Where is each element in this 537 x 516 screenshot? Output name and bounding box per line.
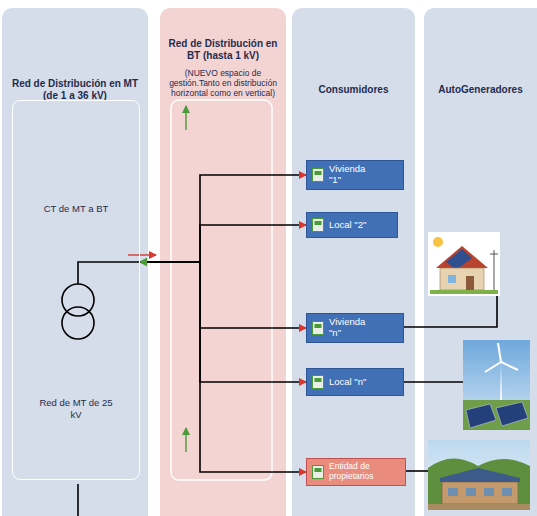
substation-box: CT de MT a BT Red de MT de 25 kV xyxy=(12,100,140,480)
band-note: (NUEVO espacio de gestión.Tanto en distr… xyxy=(165,68,281,99)
feeder-line xyxy=(140,262,306,328)
generator-wire xyxy=(404,296,497,327)
consumer-band: ConsumidoresVivienda "1" Local "2" Viviend… xyxy=(292,8,415,516)
window xyxy=(502,488,512,496)
meter-body xyxy=(313,169,324,182)
meter-icon xyxy=(312,465,324,479)
feeder-line xyxy=(140,262,306,382)
hills xyxy=(428,458,530,510)
sun xyxy=(433,237,443,247)
feeder-line xyxy=(140,225,306,262)
meter-display xyxy=(315,171,322,175)
band-note: CT de MT a BT xyxy=(17,203,135,215)
meter-display xyxy=(315,221,322,225)
window xyxy=(448,488,458,496)
consumer-box: Vivienda "1" xyxy=(306,160,404,190)
network-band: Red de Distribución en BT (hasta 1 kV) (N… xyxy=(160,8,286,516)
meter-icon xyxy=(312,168,324,182)
box-label: Vivienda "n" xyxy=(329,317,373,339)
box-label: Entidad de propietarios xyxy=(329,462,399,482)
meter-body xyxy=(313,466,324,479)
power-pole xyxy=(490,250,498,290)
consumer-box: Vivienda "n" xyxy=(306,313,404,343)
column-bands xyxy=(2,8,537,516)
feeder-line xyxy=(140,262,306,472)
generator-wire xyxy=(404,470,428,472)
solar-panel xyxy=(496,402,528,426)
building-wall xyxy=(442,482,518,504)
box-label: Vivienda "1" xyxy=(329,164,373,186)
band-heading: AutoGeneradores xyxy=(427,84,534,96)
band-note: Red de MT de 25 kV xyxy=(35,397,117,421)
window xyxy=(466,488,476,496)
picture-sky xyxy=(428,440,530,510)
door xyxy=(466,276,474,290)
solar-house-picture xyxy=(428,232,500,296)
roof-panels xyxy=(440,468,520,482)
path-ground xyxy=(428,504,530,510)
generator-band xyxy=(424,8,537,516)
grass xyxy=(430,290,498,294)
flow-arrows xyxy=(128,106,186,452)
meter-display xyxy=(315,468,322,472)
solar-panel xyxy=(466,404,496,428)
meter-icon xyxy=(312,321,324,335)
building-picture xyxy=(428,440,530,510)
meter-display xyxy=(315,324,322,328)
feeder-line xyxy=(140,175,306,262)
winding-circle xyxy=(62,307,94,339)
owners-box: Entidad de propietarios xyxy=(306,458,406,486)
generator-wire xyxy=(404,381,463,383)
band-heading: Consumidores xyxy=(296,84,411,96)
box-label: Local "2" xyxy=(329,220,366,231)
meter-body xyxy=(313,376,324,389)
band-heading: Red de Distribución en MT (de 1 a 36 kV) xyxy=(8,78,142,102)
consumer-band xyxy=(292,8,415,516)
turbine-tower xyxy=(500,362,502,405)
meter-icon xyxy=(312,375,324,389)
band-heading: Red de Distribución en BT (hasta 1 kV) xyxy=(165,38,281,62)
meter-icon xyxy=(312,218,324,232)
transformer-wire xyxy=(78,262,140,284)
generator-band: AutoGeneradores xyxy=(424,8,537,516)
consumer-box: Local "n" xyxy=(306,368,404,396)
picture-ground xyxy=(428,232,500,296)
meter-body xyxy=(313,219,324,232)
turbine-blades xyxy=(485,343,518,372)
house-wall xyxy=(440,268,484,290)
consumer-box: Local "2" xyxy=(306,212,398,238)
window xyxy=(484,488,494,496)
wind-solar-picture xyxy=(463,340,530,430)
mt-wire xyxy=(77,484,79,516)
solar-panel xyxy=(446,249,472,270)
transformer-symbol xyxy=(62,262,140,516)
meter-display xyxy=(315,378,322,382)
picture-sky xyxy=(463,340,530,430)
box-label: Local "n" xyxy=(329,377,366,388)
picture-ground xyxy=(463,400,530,430)
mt-band xyxy=(2,8,148,516)
bt-outline xyxy=(171,100,272,480)
window xyxy=(448,275,456,283)
flow-arrow xyxy=(128,254,156,255)
flow-arrow xyxy=(185,106,186,130)
network-band: Red de Distribución en MT (de 1 a 36 kV)… xyxy=(2,8,148,516)
flow-arrow xyxy=(185,428,186,452)
meter-body xyxy=(313,322,324,335)
